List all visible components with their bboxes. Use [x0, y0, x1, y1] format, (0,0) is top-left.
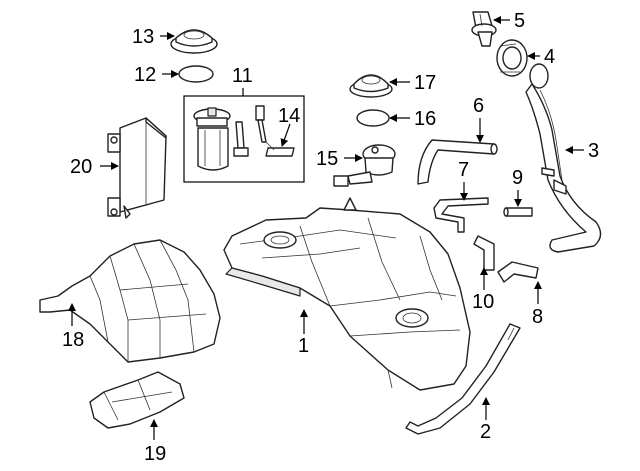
part-5-fuel-cap	[471, 11, 497, 47]
callout-20: 20	[70, 156, 92, 178]
part-10-hose	[473, 235, 495, 271]
part-18-heat-shield	[39, 239, 221, 363]
callout-16: 16	[414, 108, 436, 130]
callout-10: 10	[472, 291, 494, 313]
callout-11: 11	[232, 65, 253, 87]
callout-13: 13	[132, 26, 154, 48]
callout-15: 15	[316, 148, 338, 170]
callout-14: 14	[278, 105, 300, 127]
callout-9: 9	[512, 167, 523, 189]
callout-1: 1	[298, 335, 309, 357]
part-3-filler-pipe	[525, 63, 602, 253]
callout-19: 19	[144, 443, 166, 465]
part-19-lower-shield	[89, 371, 185, 429]
callout-2: 2	[480, 421, 491, 443]
part-9-hose	[503, 207, 533, 217]
part-1-fuel-tank	[223, 197, 471, 391]
callout-leaders	[68, 16, 584, 440]
callout-18: 18	[62, 329, 84, 351]
callout-17: 17	[414, 72, 436, 94]
part-7-bracket	[433, 197, 489, 233]
part-4-filler-grommet	[496, 39, 528, 77]
callout-6: 6	[473, 95, 484, 117]
callout-12: 12	[134, 64, 156, 86]
part-11-fuel-pump-assembly	[183, 88, 305, 183]
callout-7: 7	[458, 159, 469, 181]
callout-3: 3	[588, 140, 599, 162]
part-16-gasket	[356, 109, 390, 127]
callout-4: 4	[544, 46, 555, 68]
callout-5: 5	[514, 10, 525, 32]
part-20-canister	[107, 117, 167, 219]
part-6-hose	[417, 139, 498, 185]
part-12-gasket	[178, 65, 214, 83]
part-13-lock-ring	[170, 29, 218, 54]
part-8-hose	[497, 261, 539, 283]
part-15-sender-unit	[333, 144, 396, 187]
callout-numbers: 13 12 11 14 20 17 16 15 5 4 3 6 7 9 10 8…	[62, 10, 599, 465]
part-17-lock-ring	[349, 74, 393, 98]
callout-8: 8	[532, 306, 543, 328]
part-2-tank-strap	[405, 323, 521, 435]
